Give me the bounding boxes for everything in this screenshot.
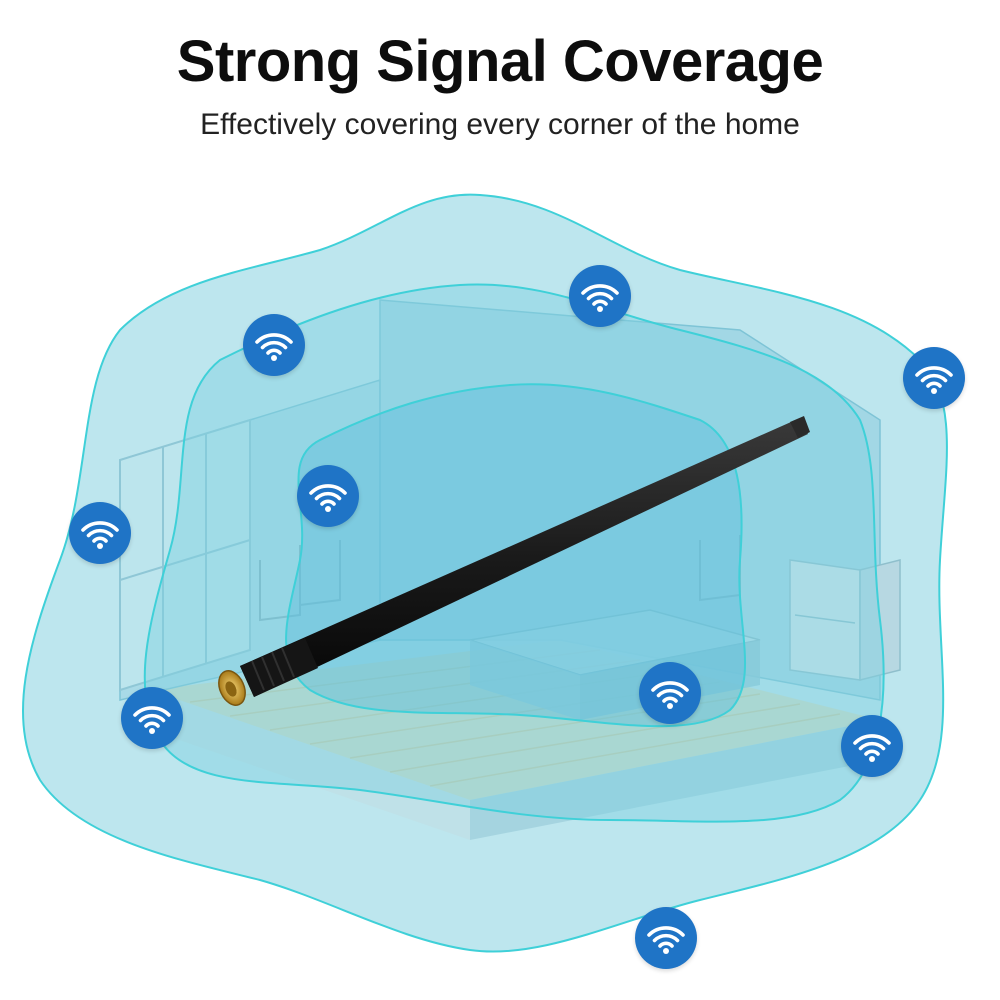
page-subtitle: Effectively covering every corner of the… <box>200 108 800 141</box>
page-title: Strong Signal Coverage <box>176 29 824 94</box>
window-grid <box>119 433 251 677</box>
wifi-icon <box>639 662 701 724</box>
wifi-icon <box>903 347 965 409</box>
wifi-icon <box>635 907 697 969</box>
antenna <box>218 416 810 706</box>
wifi-icon <box>243 314 305 376</box>
wifi-icon <box>569 265 631 327</box>
wifi-icon <box>69 502 131 564</box>
wifi-icon <box>297 465 359 527</box>
floor-edge <box>150 690 470 840</box>
wifi-icon <box>121 687 183 749</box>
wifi-icon <box>841 715 903 777</box>
